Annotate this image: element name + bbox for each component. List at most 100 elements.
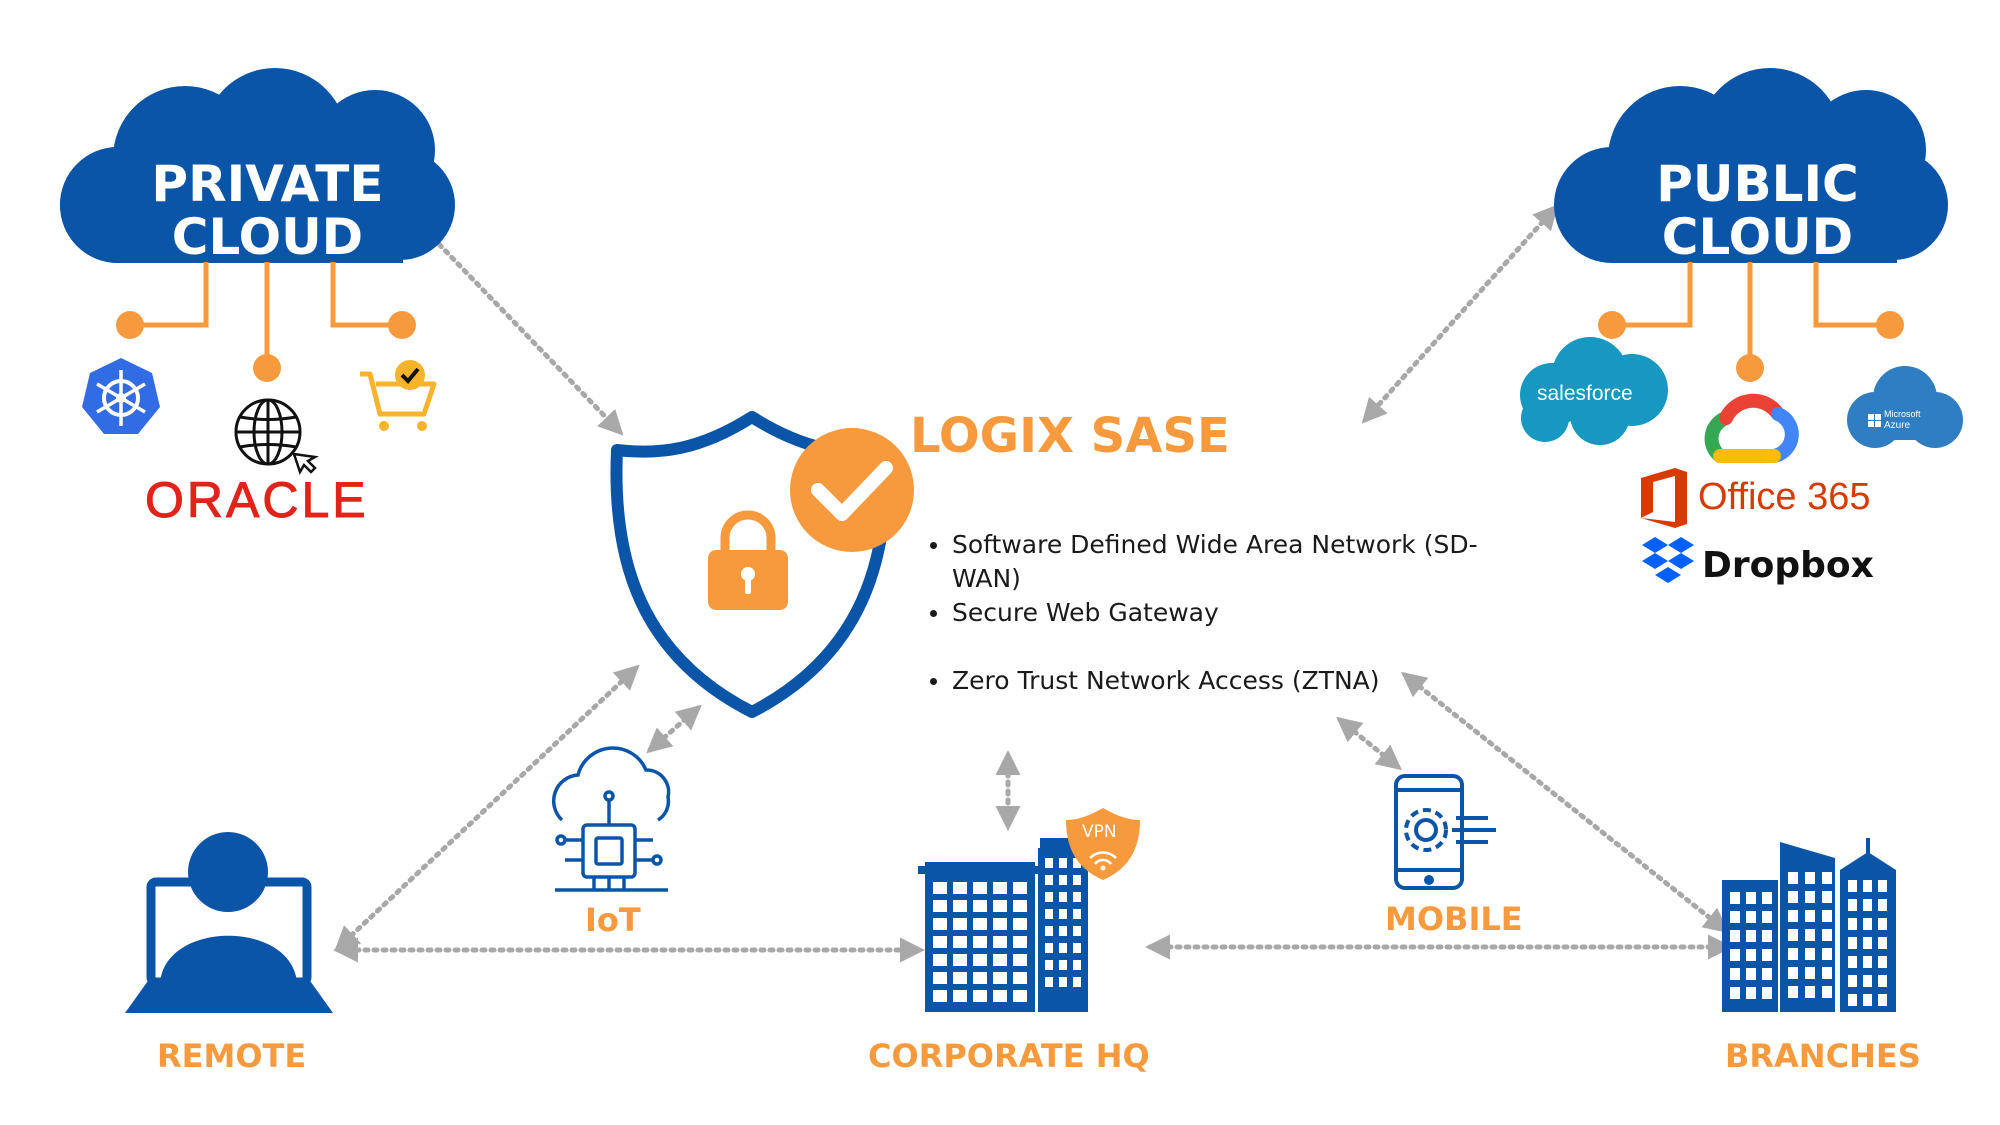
building-window bbox=[1730, 987, 1740, 999]
building-window bbox=[1848, 880, 1857, 892]
building-window bbox=[953, 918, 967, 930]
vpn-shield-icon bbox=[1066, 808, 1140, 880]
building-window bbox=[993, 918, 1007, 930]
building-window bbox=[1788, 910, 1798, 922]
building-window bbox=[933, 954, 947, 966]
private-cloud-title-line2: CLOUD bbox=[171, 207, 364, 266]
connector-mobile-to-sase bbox=[1336, 716, 1402, 771]
mobile-phone-icon bbox=[1394, 774, 1496, 890]
building-window bbox=[1730, 892, 1740, 904]
sase-brand-title: LOGIX SASE bbox=[910, 408, 1230, 464]
building-window bbox=[973, 954, 987, 966]
building-window bbox=[993, 954, 1007, 966]
building-window bbox=[1848, 899, 1857, 911]
building-window bbox=[1045, 909, 1053, 919]
connector-remote-to-sase bbox=[334, 664, 640, 952]
azure-logo-line2: Azure bbox=[1884, 420, 1911, 431]
connector-public-cloud-to-sase bbox=[1361, 204, 1559, 424]
building-window bbox=[1746, 987, 1756, 999]
building-window bbox=[1788, 948, 1798, 960]
building-window bbox=[1878, 880, 1887, 892]
building-window bbox=[1013, 972, 1027, 984]
sase-feature-list: Software Defined Wide Area Network (SD-W… bbox=[930, 528, 1490, 698]
building-window bbox=[1805, 986, 1815, 998]
building-window bbox=[1848, 956, 1857, 968]
building-window bbox=[1762, 911, 1772, 923]
building-window bbox=[1013, 954, 1027, 966]
building-window bbox=[953, 954, 967, 966]
building-window bbox=[1013, 882, 1027, 894]
building-window bbox=[1073, 926, 1081, 936]
building-window bbox=[1822, 910, 1832, 922]
building-window bbox=[993, 936, 1007, 948]
building-window bbox=[1762, 930, 1772, 942]
lock-icon bbox=[708, 510, 788, 610]
building-window bbox=[1045, 977, 1053, 987]
building-window bbox=[1863, 975, 1872, 987]
building-window bbox=[1045, 875, 1053, 885]
building-window bbox=[993, 990, 1007, 1002]
building-window bbox=[1746, 892, 1756, 904]
building-window bbox=[1878, 994, 1887, 1006]
building-window bbox=[933, 882, 947, 894]
building-window bbox=[1762, 892, 1772, 904]
building-window bbox=[1073, 977, 1081, 987]
building-window bbox=[1822, 929, 1832, 941]
building-window bbox=[973, 900, 987, 912]
building-window bbox=[973, 882, 987, 894]
building-window bbox=[1746, 968, 1756, 980]
iot-label: IoT bbox=[585, 901, 641, 939]
building-window bbox=[1863, 880, 1872, 892]
corporate-hq-label: CORPORATE HQ bbox=[868, 1037, 1150, 1075]
building-window bbox=[953, 882, 967, 894]
building-window bbox=[1013, 918, 1027, 930]
building-window bbox=[933, 918, 947, 930]
iot-cloud-chip-icon bbox=[551, 746, 671, 892]
branches-label: BRANCHES bbox=[1725, 1037, 1921, 1075]
building-window bbox=[1788, 891, 1798, 903]
building-window bbox=[1878, 937, 1887, 949]
branch-node bbox=[1876, 311, 1904, 339]
kubernetes-icon bbox=[82, 358, 160, 434]
private-cloud-title-line1: PRIVATE bbox=[151, 155, 384, 213]
building-window bbox=[953, 936, 967, 948]
building-window bbox=[1848, 918, 1857, 930]
private-cloud-icon bbox=[60, 68, 455, 263]
office365-icon bbox=[1641, 468, 1687, 528]
azure-logo-line1: Microsoft bbox=[1884, 409, 1921, 419]
branch-node bbox=[116, 311, 144, 339]
branch-windows bbox=[1730, 872, 1887, 1006]
azure-icon bbox=[1847, 366, 1963, 448]
building-window bbox=[1073, 892, 1081, 902]
building-window bbox=[993, 900, 1007, 912]
connector-branches-to-sase bbox=[1401, 671, 1729, 934]
public-cloud-branches bbox=[1612, 262, 1890, 366]
building-window bbox=[1730, 949, 1740, 961]
oracle-logo: ORACLE bbox=[145, 472, 369, 528]
vpn-badge-label: VPN bbox=[1082, 822, 1117, 842]
building-window bbox=[1073, 858, 1081, 868]
dropbox-icon bbox=[1642, 537, 1694, 583]
building-window bbox=[1013, 936, 1027, 948]
hq-windows bbox=[933, 858, 1081, 1002]
building-window bbox=[1822, 986, 1832, 998]
building-window bbox=[953, 972, 967, 984]
public-cloud-title-line1: PUBLIC bbox=[1656, 155, 1859, 213]
building-window bbox=[1848, 975, 1857, 987]
building-window bbox=[1045, 926, 1053, 936]
building-window bbox=[1822, 891, 1832, 903]
building-window bbox=[1059, 977, 1067, 987]
branch-node bbox=[1736, 354, 1764, 382]
office365-logo: Office 365 bbox=[1698, 476, 1871, 518]
building-window bbox=[1730, 968, 1740, 980]
salesforce-icon bbox=[1520, 337, 1668, 445]
building-window bbox=[993, 882, 1007, 894]
building-window bbox=[1073, 875, 1081, 885]
building-window bbox=[1805, 910, 1815, 922]
building-window bbox=[1822, 948, 1832, 960]
building-window bbox=[1848, 994, 1857, 1006]
google-cloud-icon bbox=[1704, 393, 1799, 463]
private-cloud-branches bbox=[130, 262, 400, 366]
feature-item: Secure Web Gateway bbox=[930, 596, 1490, 630]
